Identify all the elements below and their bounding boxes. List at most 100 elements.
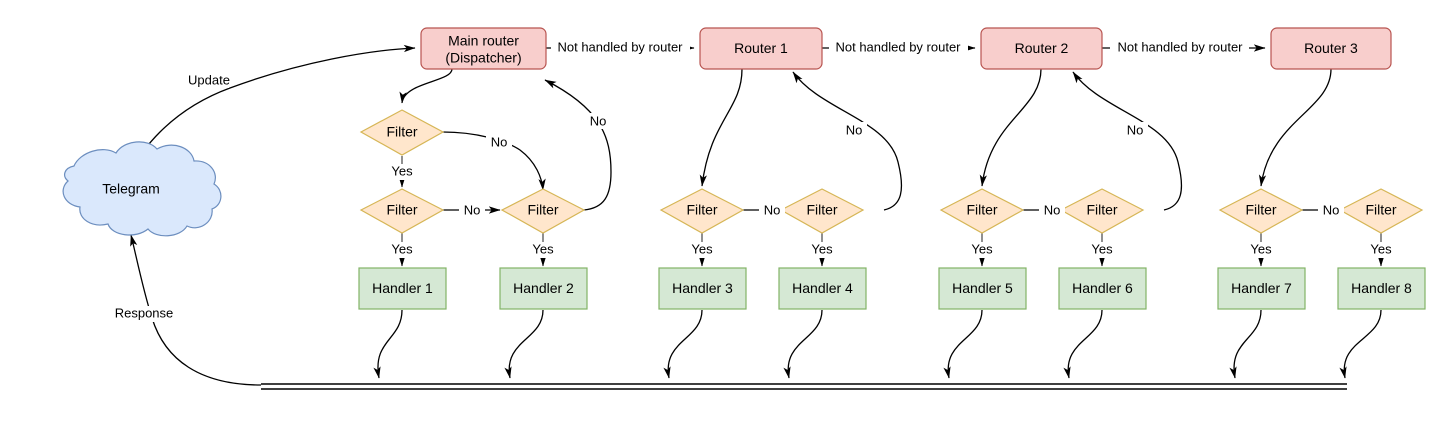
edge-router3-to-filter7 <box>1258 68 1332 187</box>
label-no-3: No <box>1039 202 1065 218</box>
svg-text:Yes: Yes <box>391 241 413 256</box>
label-update: Update <box>177 72 230 88</box>
svg-text:No: No <box>846 122 863 137</box>
handler-8-label: Handler 8 <box>1351 280 1412 296</box>
edge-handler2-to-bar <box>504 309 544 379</box>
edge-filter-top-no <box>442 131 546 191</box>
label-not-handled-3: Not handled by router <box>1110 39 1249 56</box>
edge-handler5-to-bar <box>943 309 983 379</box>
svg-text:Response: Response <box>115 305 174 320</box>
label-yes-5: Yes <box>965 241 999 258</box>
node-router-1[interactable]: Router 1 <box>699 27 823 70</box>
filter-top-label: Filter <box>386 124 417 140</box>
svg-text:Yes: Yes <box>1370 241 1392 256</box>
svg-text:No: No <box>1127 122 1144 137</box>
edge-main-to-filter-top <box>399 68 453 104</box>
label-no-back-3: No <box>1122 122 1148 138</box>
edge-filter6-no-back <box>1072 71 1183 211</box>
filter-1-label: Filter <box>386 202 417 218</box>
svg-text:No: No <box>764 202 781 217</box>
telegram-cloud: Telegram <box>62 141 222 237</box>
label-not-handled-1: Not handled by router <box>551 39 690 56</box>
label-response: Response <box>103 305 177 322</box>
svg-text:No: No <box>491 134 508 149</box>
node-handler-4[interactable]: Handler 4 <box>778 267 867 310</box>
label-yes-8: Yes <box>1364 241 1398 258</box>
handler-1-label: Handler 1 <box>372 280 433 296</box>
node-filter-8[interactable]: Filter <box>1338 188 1424 234</box>
filter-6-label: Filter <box>1086 202 1117 218</box>
label-no-1: No <box>459 202 485 218</box>
svg-text:Yes: Yes <box>532 241 554 256</box>
label-no-4: No <box>1318 202 1344 218</box>
svg-text:Update: Update <box>188 72 230 87</box>
handler-2-label: Handler 2 <box>513 280 574 296</box>
svg-text:Not handled by router: Not handled by router <box>557 39 683 54</box>
handler-5-label: Handler 5 <box>952 280 1013 296</box>
svg-text:Yes: Yes <box>1250 241 1272 256</box>
label-yes-3: Yes <box>685 241 719 258</box>
node-filter-1[interactable]: Filter <box>359 188 445 234</box>
label-yes-top: Yes <box>385 163 419 180</box>
node-router-2[interactable]: Router 2 <box>980 27 1103 70</box>
label-no-back-2: No <box>841 122 867 138</box>
label-yes-2: Yes <box>526 241 560 258</box>
svg-text:Yes: Yes <box>691 241 713 256</box>
label-yes-6: Yes <box>1085 241 1119 258</box>
node-handler-5[interactable]: Handler 5 <box>938 267 1027 310</box>
main-router-label-line1: Main router <box>448 33 519 49</box>
handler-3-label: Handler 3 <box>672 280 733 296</box>
handler-7-label: Handler 7 <box>1231 280 1292 296</box>
node-handler-1[interactable]: Handler 1 <box>358 267 447 310</box>
edge-handler8-to-bar <box>1339 309 1382 379</box>
svg-text:Not handled by router: Not handled by router <box>835 39 961 54</box>
router-3-label: Router 3 <box>1304 40 1358 56</box>
main-router-label-line2: (Dispatcher) <box>445 50 521 66</box>
node-handler-3[interactable]: Handler 3 <box>658 267 747 310</box>
edge-handler6-to-bar <box>1063 309 1103 379</box>
label-not-handled-2: Not handled by router <box>829 39 968 56</box>
node-filter-3[interactable]: Filter <box>659 188 745 234</box>
node-handler-8[interactable]: Handler 8 <box>1337 267 1426 310</box>
svg-text:No: No <box>1323 202 1340 217</box>
svg-text:Not handled by router: Not handled by router <box>1117 39 1243 54</box>
router-1-label: Router 1 <box>734 40 788 56</box>
handler-4-label: Handler 4 <box>792 280 853 296</box>
filter-5-label: Filter <box>966 202 997 218</box>
edge-filter4-no-back <box>792 71 903 211</box>
node-handler-7[interactable]: Handler 7 <box>1217 267 1306 310</box>
telegram-cloud-label: Telegram <box>102 181 160 197</box>
node-filter-7[interactable]: Filter <box>1218 188 1304 234</box>
filter-8-label: Filter <box>1365 202 1396 218</box>
node-filter-top[interactable]: Filter <box>359 109 445 156</box>
svg-text:No: No <box>1044 202 1061 217</box>
edge-filter2-no-back <box>544 79 612 211</box>
svg-text:Yes: Yes <box>971 241 993 256</box>
node-handler-6[interactable]: Handler 6 <box>1058 267 1147 310</box>
filter-3-label: Filter <box>686 202 717 218</box>
edge-handler7-to-bar <box>1229 309 1262 379</box>
node-router-3[interactable]: Router 3 <box>1270 27 1392 70</box>
edge-handler3-to-bar <box>663 309 703 379</box>
handler-6-label: Handler 6 <box>1072 280 1133 296</box>
node-main-router[interactable]: Main router (Dispatcher) <box>420 27 547 70</box>
svg-text:Yes: Yes <box>391 163 413 178</box>
label-yes-1: Yes <box>385 241 419 258</box>
label-no-back-1: No <box>585 113 611 129</box>
filter-4-label: Filter <box>806 202 837 218</box>
node-handler-2[interactable]: Handler 2 <box>499 267 588 310</box>
label-yes-7: Yes <box>1244 241 1278 258</box>
filter-7-label: Filter <box>1245 202 1276 218</box>
node-filter-5[interactable]: Filter <box>939 188 1025 234</box>
edge-router1-to-filter3 <box>699 68 743 187</box>
router-2-label: Router 2 <box>1015 40 1069 56</box>
edge-response <box>130 234 262 386</box>
edge-handler4-to-bar <box>783 309 823 379</box>
node-filter-6[interactable]: Filter <box>1059 188 1145 234</box>
svg-text:No: No <box>464 202 481 217</box>
response-collector-bar <box>261 383 1347 390</box>
node-filter-2[interactable]: Filter <box>500 188 586 234</box>
node-filter-4[interactable]: Filter <box>779 188 865 234</box>
